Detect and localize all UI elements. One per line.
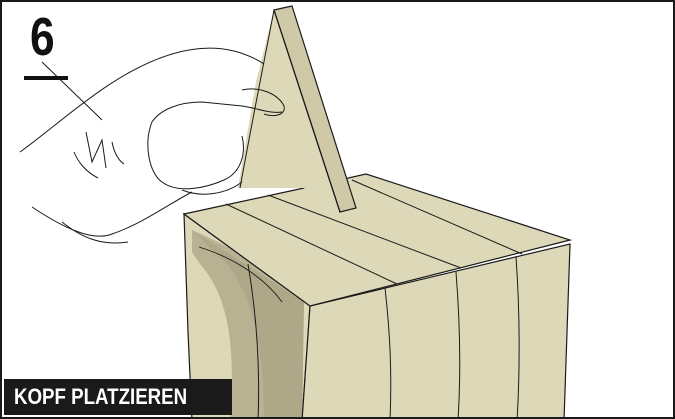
- step-number-underline: [24, 76, 68, 80]
- step-number: 6: [30, 10, 54, 64]
- cardboard-box-icon: [184, 170, 574, 419]
- step-caption-text: KOPF PLATZIEREN: [14, 384, 187, 410]
- step-caption: KOPF PLATZIEREN: [4, 379, 232, 415]
